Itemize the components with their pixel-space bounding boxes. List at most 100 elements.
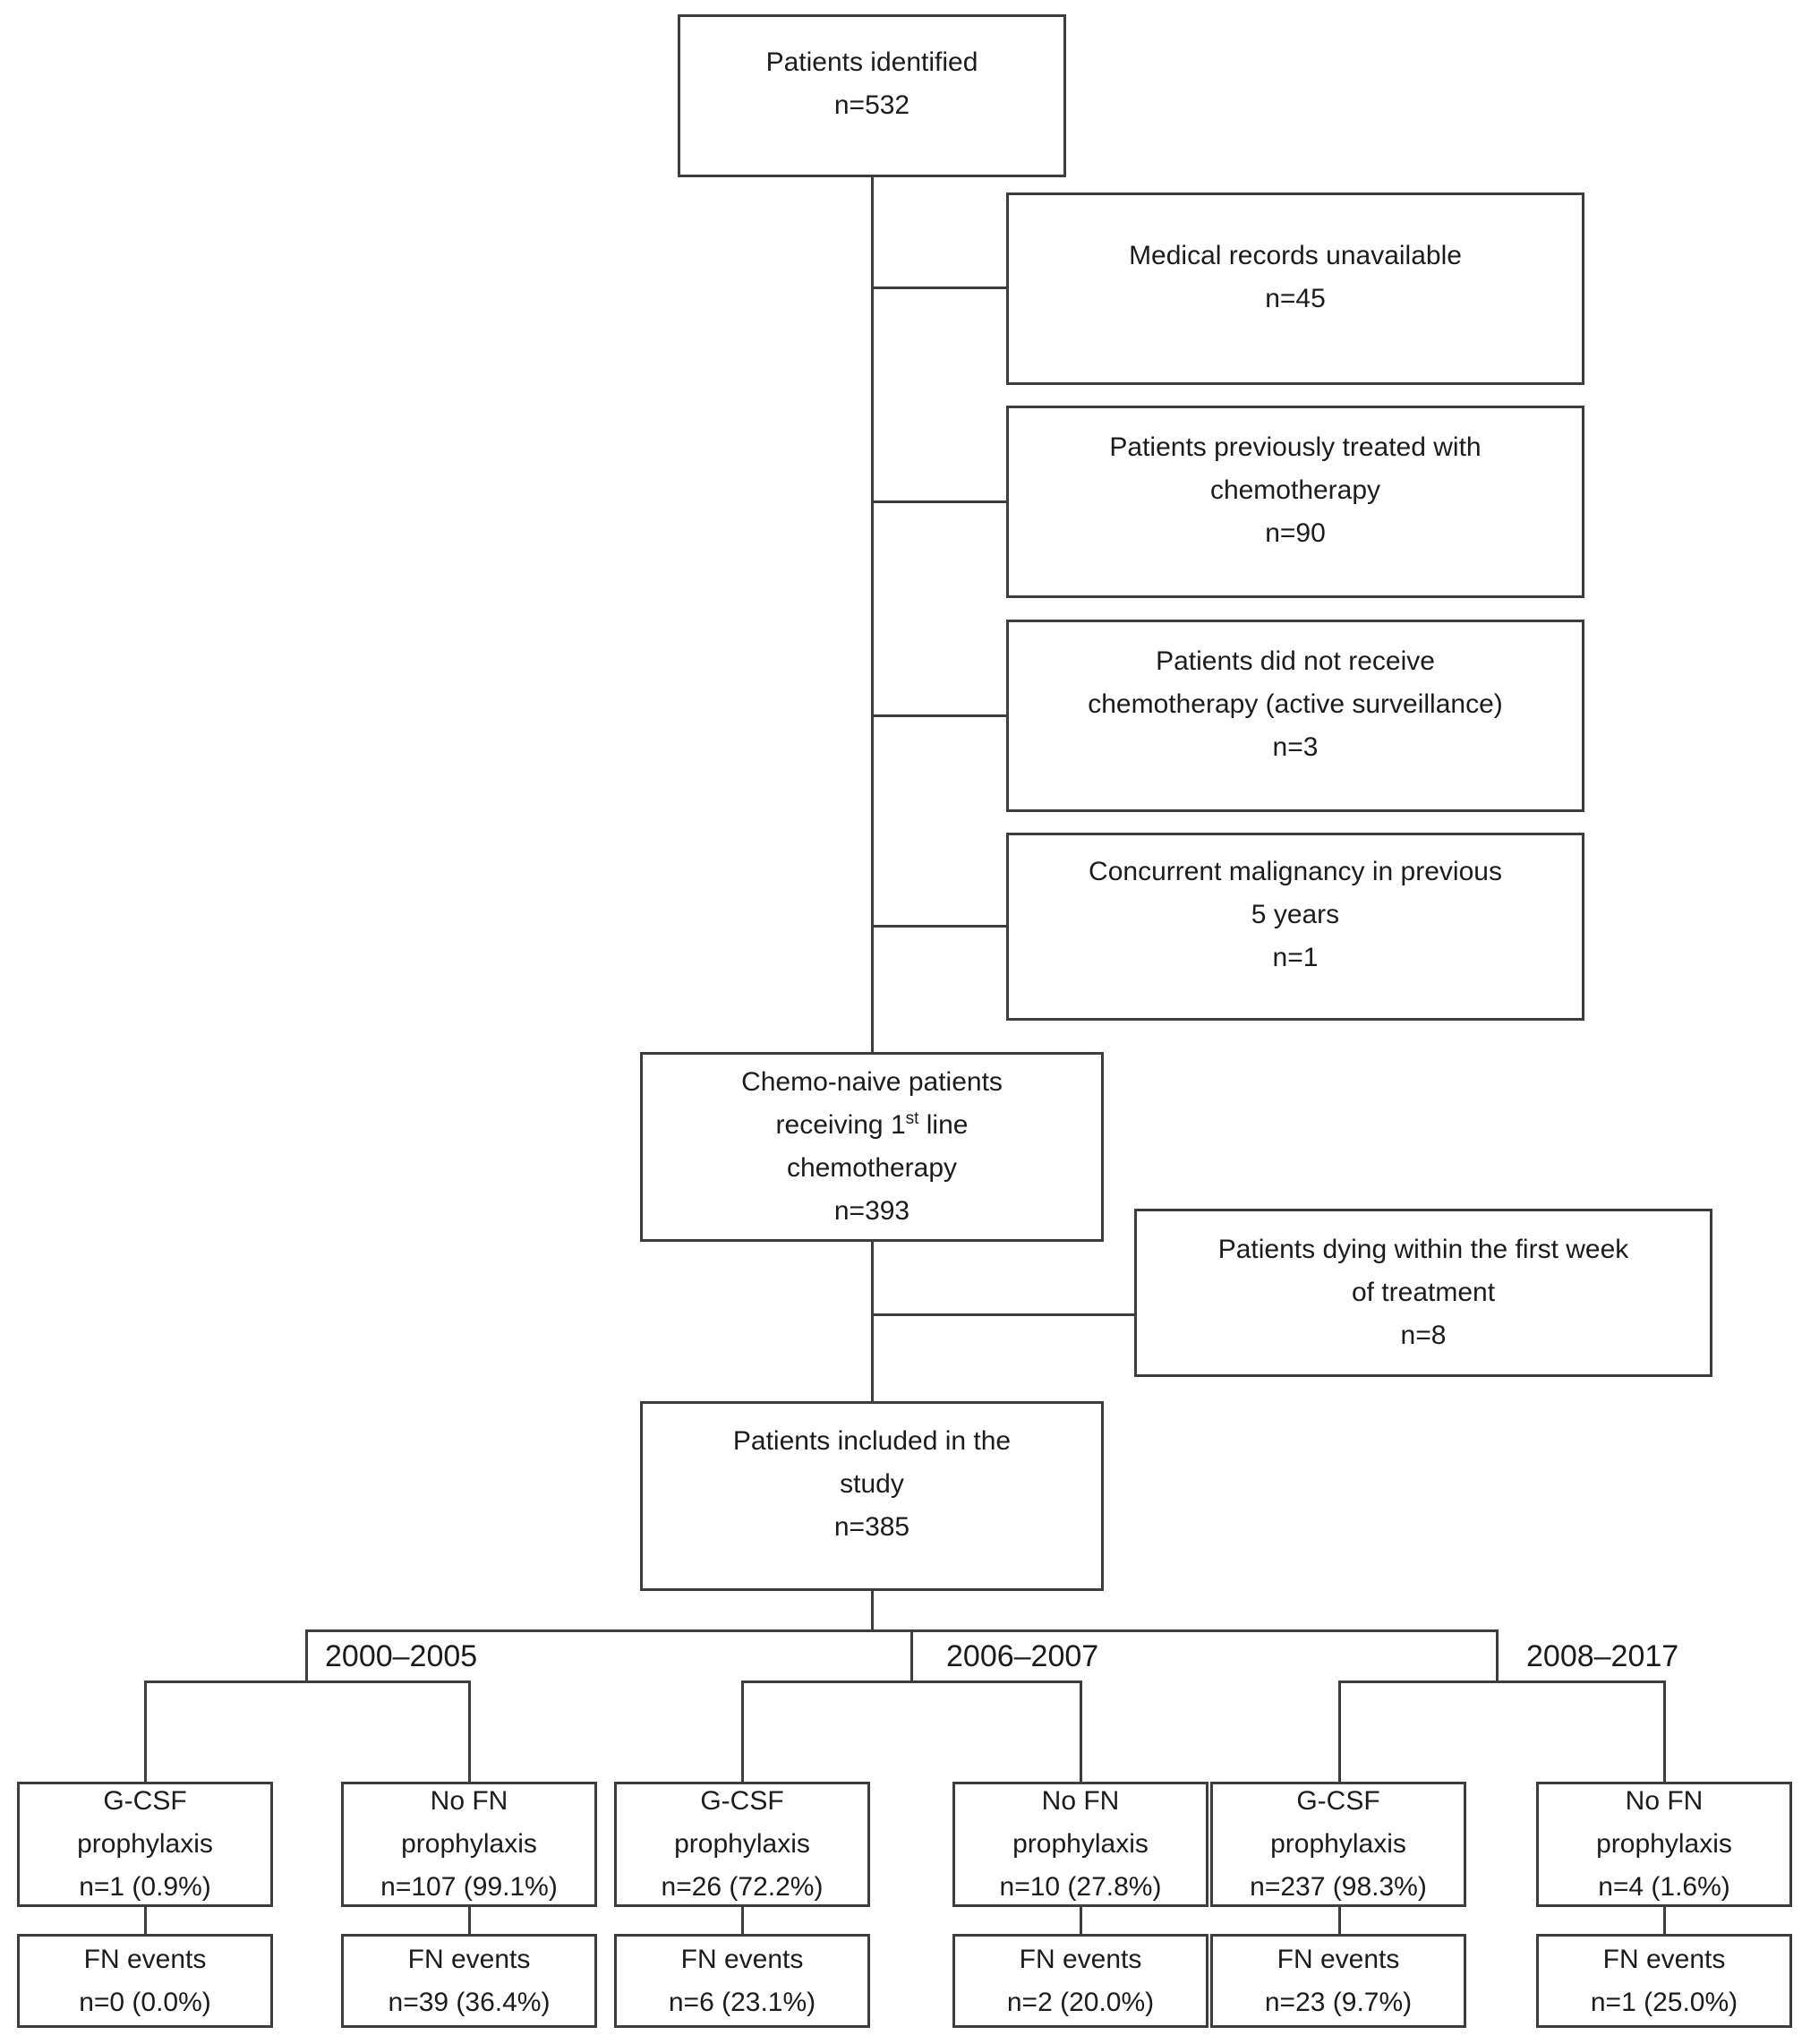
node-text: n=45 (1265, 283, 1326, 313)
node-text-part: receiving 1 (775, 1110, 906, 1140)
node-text: G-CSF (103, 1786, 187, 1816)
connector-stub-dying (873, 1313, 1136, 1316)
node-fn-events-5: FN events n=23 (9.7%) (1210, 1934, 1466, 2028)
connector-down-box-1 (144, 1681, 147, 1783)
connector-stub-exclusion-1 (873, 287, 1008, 289)
node-exclusion-medical-records: Medical records unavailable n=45 (1006, 192, 1584, 385)
node-exclusion-previous-chemotherapy: Patients previously treated with chemoth… (1006, 406, 1584, 598)
node-text: chemotherapy (786, 1153, 958, 1183)
node-text: of treatment (1351, 1278, 1496, 1307)
node-text: 5 years (1251, 900, 1340, 929)
node-text: No FN (1625, 1786, 1704, 1816)
connector-fn-4 (1080, 1904, 1082, 1937)
node-text: study (840, 1469, 904, 1499)
node-gcsf-prophylaxis-2006-2007: G-CSF prophylaxis n=26 (72.2%) (614, 1782, 870, 1907)
node-text: Medical records unavailable (1129, 240, 1462, 270)
node-text: prophylaxis (1012, 1829, 1149, 1859)
node-text: Patients included in the (732, 1426, 1012, 1456)
connector-down-box-2 (468, 1681, 471, 1783)
connector-stub-exclusion-4 (873, 925, 1008, 928)
node-text: chemotherapy (1209, 475, 1381, 505)
node-text: n=4 (1.6%) (1598, 1872, 1730, 1902)
node-patients-identified: Patients identified n=532 (678, 14, 1066, 177)
node-text: Chemo-naive patients (741, 1067, 1003, 1097)
node-text: n=1 (0.9%) (79, 1872, 211, 1902)
node-text: n=90 (1265, 517, 1326, 548)
node-text: n=237 (98.3%) (1250, 1872, 1427, 1902)
node-text: Patients dying within the first week (1217, 1235, 1629, 1264)
node-text: No FN (1041, 1786, 1120, 1816)
connector-sub-splitter-3 (1338, 1681, 1666, 1683)
node-text: n=532 (833, 90, 910, 120)
node-text: n=1 (1272, 943, 1319, 972)
node-fn-events-4: FN events n=2 (20.0%) (952, 1934, 1208, 2028)
node-text: FN events (1019, 1944, 1142, 1974)
node-text: n=107 (99.1%) (380, 1872, 558, 1902)
node-patients-dying-first-week: Patients dying within the first week of … (1134, 1209, 1712, 1377)
node-text: n=10 (27.8%) (999, 1872, 1162, 1902)
node-text: FN events (680, 1944, 804, 1974)
node-text: G-CSF (1296, 1786, 1380, 1816)
node-text: No FN (430, 1786, 508, 1816)
node-text: Patients identified (765, 47, 978, 77)
node-gcsf-prophylaxis-2000-2005: G-CSF prophylaxis n=1 (0.9%) (17, 1782, 273, 1907)
connector-trunk-mid (871, 1240, 874, 1403)
node-text: prophylaxis (401, 1829, 537, 1859)
node-fn-events-1: FN events n=0 (0.0%) (17, 1934, 273, 2028)
node-text: n=385 (833, 1512, 910, 1542)
node-fn-events-2: FN events n=39 (36.4%) (341, 1934, 597, 2028)
node-text: Concurrent malignancy in previous (1089, 857, 1502, 886)
node-exclusion-no-chemotherapy: Patients did not receive chemotherapy (a… (1006, 620, 1584, 812)
node-text: n=393 (833, 1196, 910, 1226)
connector-sub-splitter-2 (741, 1681, 1082, 1683)
period-label-2006-2007: 2006–2007 (946, 1639, 1099, 1673)
node-patients-included: Patients included in the study n=385 (640, 1401, 1104, 1591)
node-text: FN events (1277, 1944, 1400, 1974)
node-text: FN events (83, 1944, 207, 1974)
connector-down-box-3 (741, 1681, 744, 1783)
node-text: n=0 (0.0%) (79, 1987, 211, 2017)
period-label-2008-2017: 2008–2017 (1526, 1639, 1679, 1673)
connector-drop-period-3 (1496, 1629, 1499, 1683)
node-text: n=39 (36.4%) (388, 1987, 551, 2017)
connector-drop-period-2 (910, 1629, 913, 1683)
connector-stub-exclusion-3 (873, 714, 1008, 717)
connector-fn-1 (144, 1904, 147, 1937)
node-text: n=8 (1400, 1321, 1447, 1350)
node-text: receiving 1st line (776, 1104, 969, 1147)
node-text: FN events (1602, 1944, 1726, 1974)
connector-sub-splitter-1 (144, 1681, 471, 1683)
node-text: n=1 (25.0%) (1590, 1987, 1738, 2017)
period-label-2000-2005: 2000–2005 (325, 1639, 478, 1673)
node-no-fn-prophylaxis-2008-2017: No FN prophylaxis n=4 (1.6%) (1536, 1782, 1792, 1907)
node-text: Patients did not receive (1156, 646, 1435, 676)
connector-down-box-5 (1338, 1681, 1341, 1783)
node-text: n=26 (72.2%) (661, 1872, 824, 1902)
connector-trunk-upper (871, 175, 874, 1054)
node-gcsf-prophylaxis-2008-2017: G-CSF prophylaxis n=237 (98.3%) (1210, 1782, 1466, 1907)
connector-down-box-4 (1080, 1681, 1082, 1783)
connector-main-splitter (305, 1629, 1499, 1632)
connector-drop-period-1 (305, 1629, 308, 1683)
node-text: prophylaxis (674, 1829, 810, 1859)
node-text: n=2 (20.0%) (1006, 1987, 1155, 2017)
node-text: G-CSF (700, 1786, 784, 1816)
connector-down-box-6 (1663, 1681, 1666, 1783)
connector-fn-3 (741, 1904, 744, 1937)
node-text: chemotherapy (active surveillance) (1088, 688, 1503, 719)
connector-fn-2 (468, 1904, 471, 1937)
node-text: n=23 (9.7%) (1264, 1987, 1413, 2017)
node-text: prophylaxis (1270, 1829, 1406, 1859)
node-chemo-naive: Chemo-naive patients receiving 1st line … (640, 1052, 1104, 1242)
node-text-part: line (918, 1110, 969, 1140)
connector-stub-exclusion-2 (873, 500, 1008, 503)
node-fn-events-3: FN events n=6 (23.1%) (614, 1934, 870, 2028)
connector-fn-5 (1338, 1904, 1341, 1937)
connector-trunk-lower (871, 1589, 874, 1632)
superscript-st: st (905, 1109, 919, 1128)
connector-fn-6 (1663, 1904, 1666, 1937)
node-fn-events-6: FN events n=1 (25.0%) (1536, 1934, 1792, 2028)
node-text: prophylaxis (1596, 1829, 1732, 1859)
node-exclusion-concurrent-malignancy: Concurrent malignancy in previous 5 year… (1006, 833, 1584, 1021)
